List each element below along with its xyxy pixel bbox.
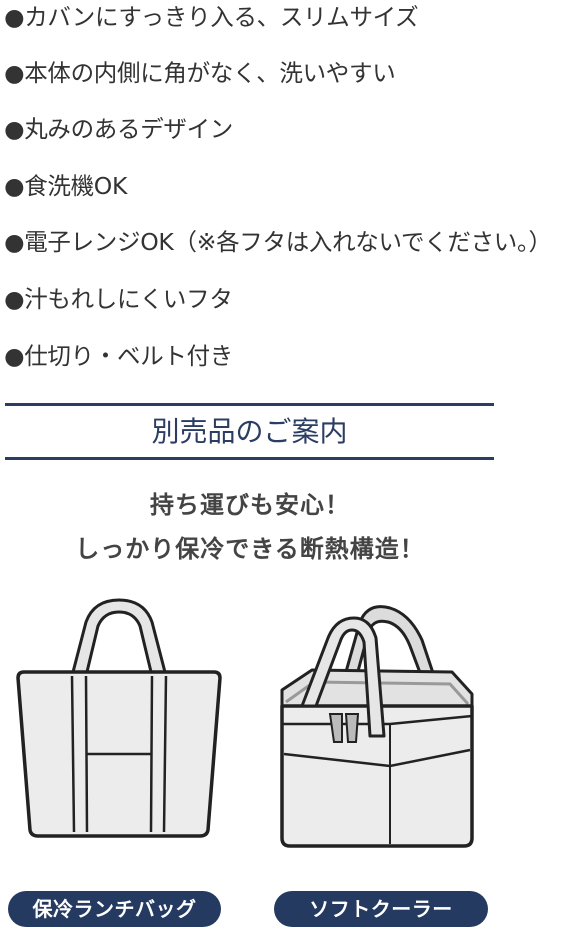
soft-cooler-icon [280,605,474,848]
section-rule-bottom [5,457,494,460]
feature-item: ●仕切り・ベルト付き [4,342,234,370]
tagline-line-1: 持ち運びも安心！ [150,491,350,519]
section-rule-top [5,403,494,406]
feature-item: ●カバンにすっきり入る、スリムサイズ [4,3,419,31]
feature-item: ●本体の内側に角がなく、洗いやすい [4,59,396,87]
feature-item: ●食洗機OK [4,172,128,200]
feature-item: ●電子レンジOK（※各フタは入れないでください。） [4,228,552,256]
feature-item: ●汁もれしにくいフタ [4,285,233,313]
tote-bag-icon [16,598,222,838]
tagline-line-2: しっかり保冷できる断熱構造！ [75,535,425,563]
product-label-soft-cooler: ソフトクーラー [274,891,488,927]
section-title: 別売品のご案内 [151,415,348,448]
product-label-lunch-bag: 保冷ランチバッグ [8,891,221,927]
feature-item: ●丸みのあるデザイン [4,115,234,143]
